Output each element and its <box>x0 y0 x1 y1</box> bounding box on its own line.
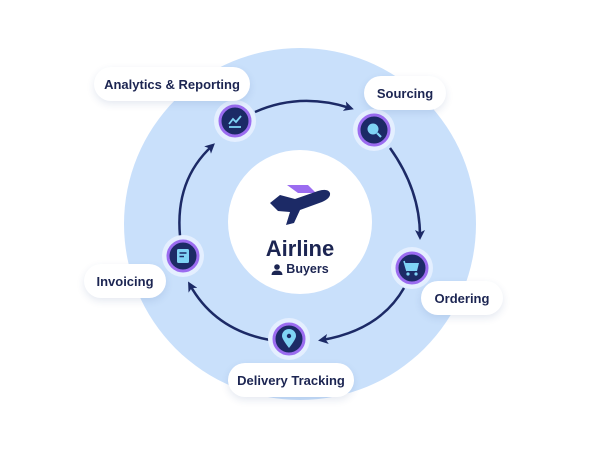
center-title: Airline <box>265 236 335 261</box>
location-pin-icon <box>282 329 296 348</box>
arrow-analytics-to-sourcing <box>254 99 354 114</box>
step-label-ordering[interactable]: Ordering <box>421 281 503 315</box>
arrow-invoicing-to-analytics <box>178 143 215 237</box>
arrow-ordering-to-delivery <box>318 287 406 344</box>
step-node-sourcing[interactable] <box>353 109 395 151</box>
arrow-delivery-to-invoicing <box>188 281 271 342</box>
center-subtitle: Buyers <box>240 262 360 276</box>
step-node-delivery[interactable] <box>268 318 310 360</box>
center-subtitle-text: Buyers <box>286 262 329 276</box>
search-icon <box>367 123 382 138</box>
invoice-icon <box>177 249 189 263</box>
step-label-analytics[interactable]: Analytics & Reporting <box>94 67 250 101</box>
arrow-sourcing-to-ordering <box>388 147 425 240</box>
person-icon <box>271 263 283 275</box>
step-label-invoicing[interactable]: Invoicing <box>84 264 166 298</box>
shopping-cart-icon <box>403 260 419 276</box>
step-node-analytics[interactable] <box>214 100 256 142</box>
airplane-icon <box>270 185 331 225</box>
line-chart-icon <box>228 115 242 128</box>
step-label-delivery[interactable]: Delivery Tracking <box>228 363 354 397</box>
step-node-ordering[interactable] <box>391 247 433 289</box>
center-circle <box>228 150 372 294</box>
step-node-invoicing[interactable] <box>162 235 204 277</box>
step-label-sourcing[interactable]: Sourcing <box>364 76 446 110</box>
